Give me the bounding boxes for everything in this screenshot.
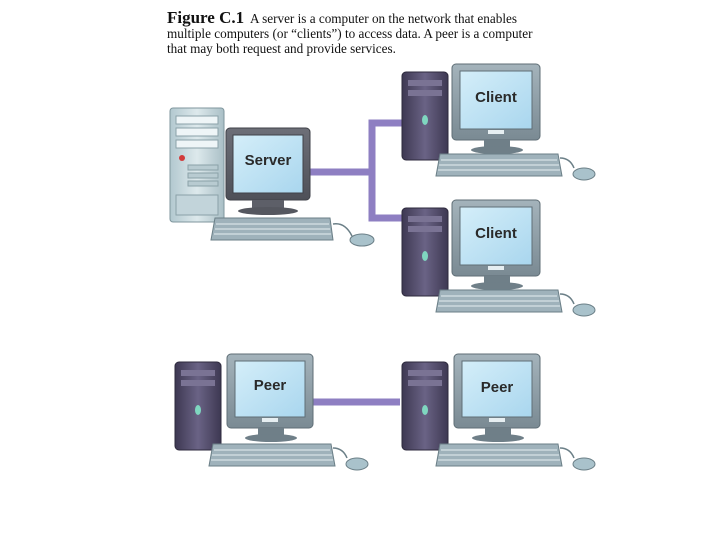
peer-left-label: Peer [254,377,287,394]
server-client-link [300,119,405,222]
client-bottom-computer-icon: Client [401,199,596,317]
figure-label: Figure C.1 [167,8,245,27]
connection-lines [300,119,405,406]
peer-right-label: Peer [481,379,514,396]
figure-caption: Figure C.1 A server is a computer on the… [167,8,597,56]
caption-line-2: multiple computers (or “clients”) to acc… [167,26,533,41]
caption-line-1: A server is a computer on the network th… [250,11,517,26]
server-label: Server [245,152,292,169]
caption-line-3: that may both request and provide servic… [167,41,396,56]
client-top-label: Client [475,89,517,106]
client-bottom-label: Client [475,225,517,242]
peer-right-computer-icon: Peer [401,353,596,471]
server-computer-icon: Server [169,107,375,247]
client-top-computer-icon: Client [401,63,596,181]
peer-left-computer-icon: Peer [174,353,369,471]
